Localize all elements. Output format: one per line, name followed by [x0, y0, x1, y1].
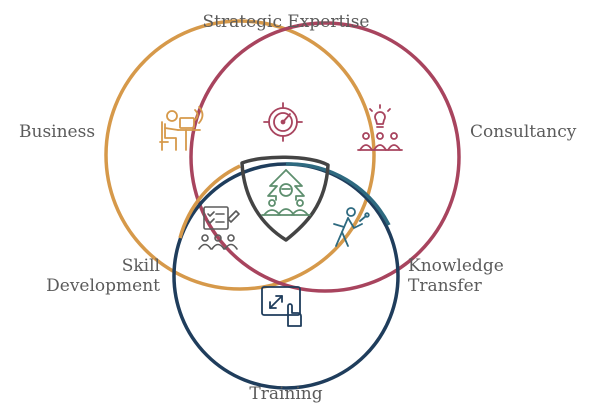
training-circle	[172, 162, 400, 390]
checklist-people-icon	[198, 206, 240, 250]
person-at-desk-icon	[159, 106, 204, 151]
business-label: Business	[19, 122, 96, 142]
skill-arc	[178, 164, 241, 239]
target-dial-icon	[263, 102, 303, 142]
presenter-icon	[333, 207, 370, 247]
center-region-outline	[240, 155, 330, 242]
touch-screen-icon	[261, 286, 302, 327]
business-circle	[104, 19, 376, 291]
training-label: Training	[249, 384, 323, 404]
idea-group-icon	[357, 104, 403, 151]
knowledge-arc	[285, 162, 391, 226]
consultancy-circle	[189, 21, 461, 293]
knowledge-label-line2: Transfer	[408, 276, 482, 296]
consultancy-label: Consultancy	[470, 122, 577, 142]
knowledge-transfer-label: Knowledge Transfer	[408, 256, 504, 296]
skill-label-line1: Skill	[121, 256, 160, 276]
skill-label-line2: Development	[46, 276, 160, 296]
knowledge-label-line1: Knowledge	[408, 256, 504, 276]
growth-team-icon	[261, 169, 311, 216]
skill-development-label: Skill Development	[40, 256, 160, 296]
strategic-expertise-label: Strategic Expertise	[202, 12, 370, 32]
